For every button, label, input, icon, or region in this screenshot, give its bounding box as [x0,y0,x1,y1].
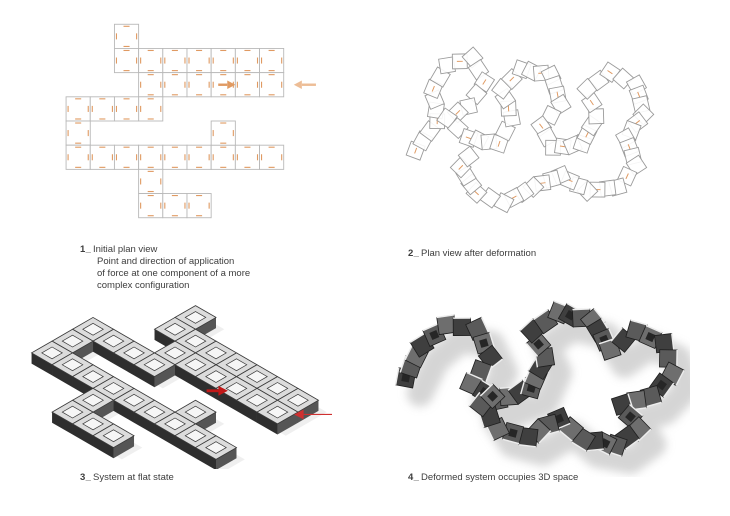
figure-flat-axonometric [22,296,332,469]
caption-2: 2_Plan view after deformation [408,248,536,260]
caption-1-line: Point and direction of application [97,256,235,267]
caption-1-number: 1_ [80,244,92,255]
caption-4-title: Deformed system occupies 3D space [421,472,579,483]
caption-2-title: Plan view after deformation [421,248,537,259]
caption-1-title: Initial plan view [93,244,158,255]
caption-4-number: 4_ [408,472,420,483]
caption-4: 4_Deformed system occupies 3D space [408,472,578,484]
caption-3-title: System at flat state [93,472,174,483]
caption-1: 1_Initial plan view Point and direction … [80,244,250,292]
deformed-3d-drawing [394,300,690,474]
caption-3: 3_System at flat state [80,472,174,484]
deformed-plan-drawing [405,46,655,214]
caption-1-line: complex configuration [97,280,190,291]
figure-initial-plan-view [56,14,322,228]
figure-deformed-plan-view [386,28,671,239]
caption-1-line: of force at one component of a more [97,268,251,279]
figure-deformed-3d [383,288,690,477]
flat-axonometric-drawing [30,305,332,469]
caption-2-number: 2_ [408,248,420,259]
caption-3-number: 3_ [80,472,92,483]
plan-view-drawing [65,23,316,219]
